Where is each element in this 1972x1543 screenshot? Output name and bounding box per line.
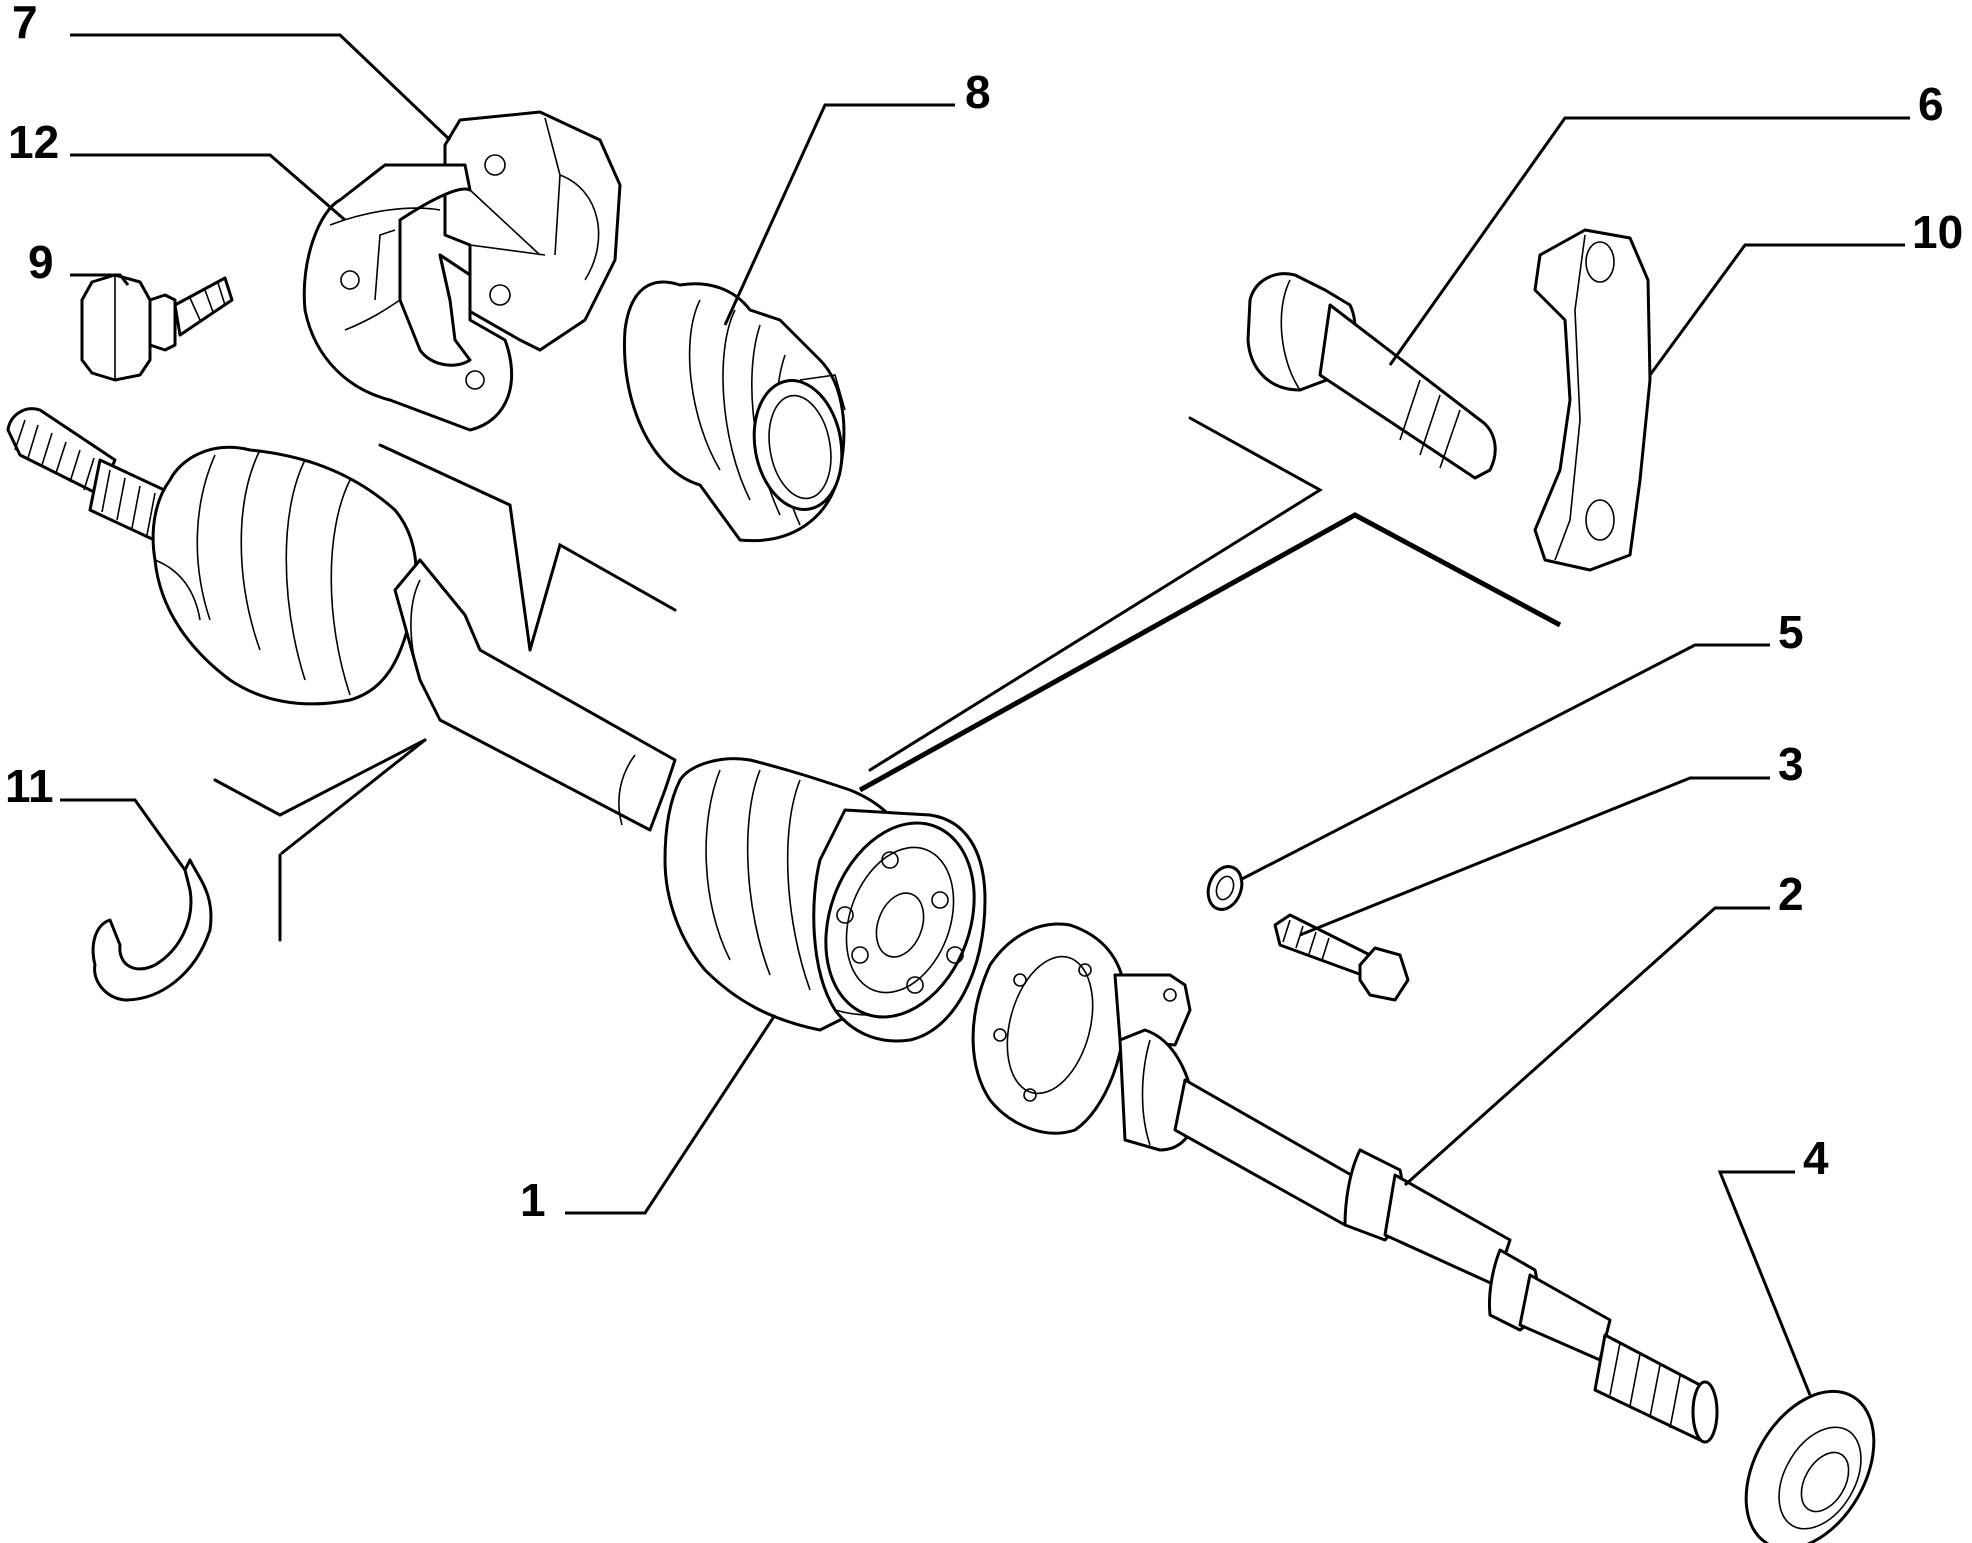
assembly-lines (213, 416, 1562, 942)
leader-9 (70, 273, 130, 286)
leader-2 (1404, 906, 1770, 1187)
leader-6 (1388, 116, 1910, 366)
callout-6: 6 (1918, 78, 1944, 130)
part-7-bracket (438, 110, 622, 352)
leader-10 (1648, 243, 1905, 376)
callout-leaders (60, 33, 1910, 1396)
part-8-bush (622, 280, 846, 543)
leader-8 (723, 103, 955, 326)
callout-12: 12 (8, 116, 59, 168)
leader-11 (60, 798, 187, 871)
part-11-circlip (91, 858, 213, 1002)
leader-7 (70, 33, 452, 142)
part-5-washer (1206, 865, 1244, 911)
leader-12 (70, 153, 346, 222)
leader-4 (1717, 1170, 1812, 1396)
part-10-plate (1533, 228, 1652, 572)
part-9-bolt (80, 273, 234, 382)
leader-1 (565, 1014, 777, 1215)
part-4-seal (1744, 1389, 1876, 1543)
callout-4: 4 (1803, 1132, 1829, 1184)
leader-5 (1239, 643, 1770, 882)
callout-7: 7 (12, 0, 38, 48)
part-1-axle-shaft (6, 407, 987, 1043)
callout-8: 8 (965, 66, 991, 118)
callout-labels: 7 12 9 8 6 10 5 3 2 4 1 11 (5, 0, 1963, 1226)
callout-11: 11 (5, 760, 54, 812)
part-3-bolt (1273, 913, 1410, 1002)
leader-3 (1299, 776, 1770, 937)
part-12-bracket (302, 163, 541, 432)
part-2-inner-shaft (971, 922, 1719, 1444)
callout-1: 1 (520, 1174, 546, 1226)
callout-5: 5 (1778, 606, 1804, 658)
callout-10: 10 (1912, 206, 1963, 258)
callout-2: 2 (1778, 868, 1804, 920)
callout-9: 9 (28, 236, 54, 288)
part-6-bolt (1246, 272, 1497, 480)
callout-3: 3 (1778, 738, 1804, 790)
